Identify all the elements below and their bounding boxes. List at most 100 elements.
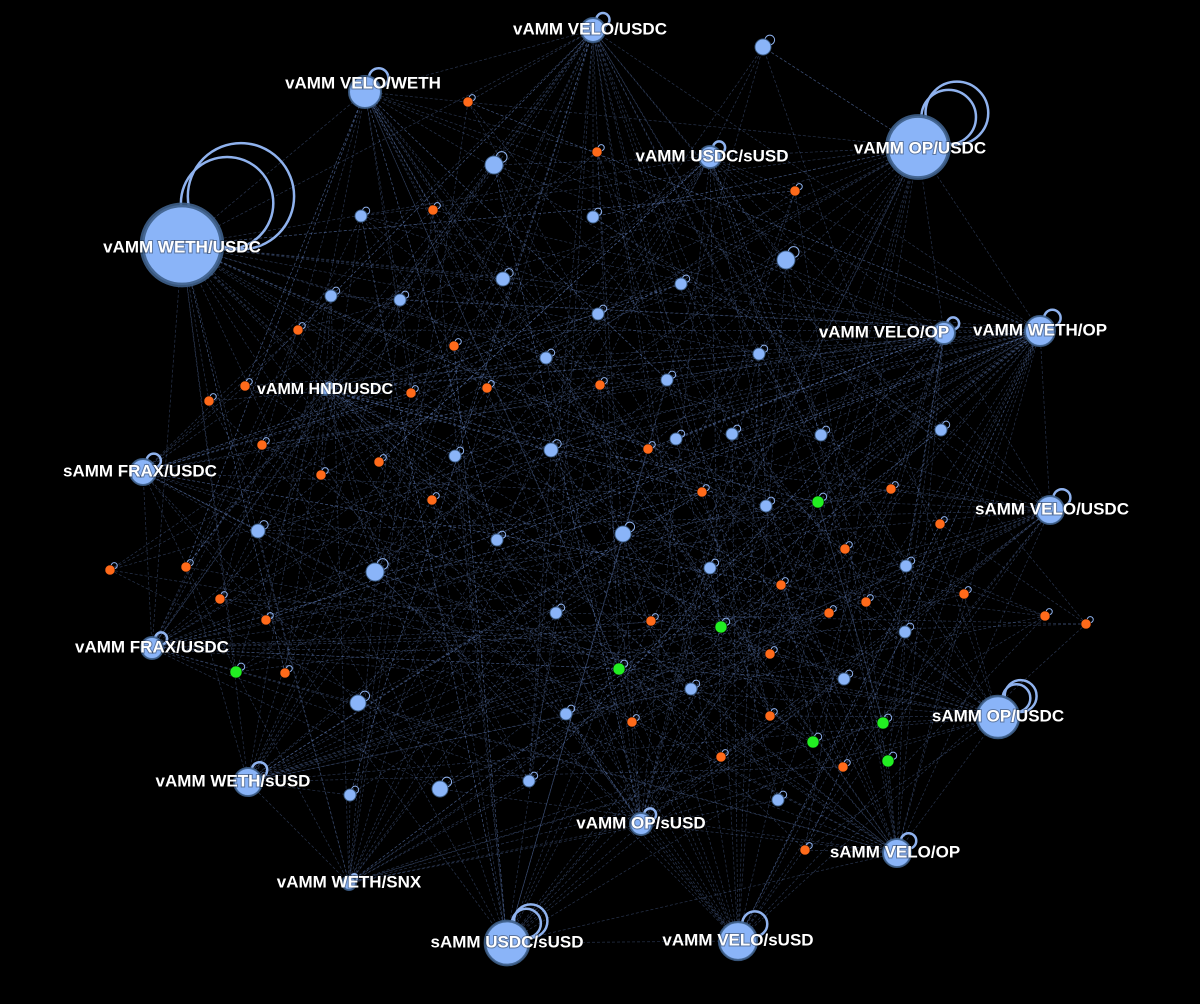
orange-node <box>839 541 853 555</box>
edge <box>247 781 350 884</box>
edge <box>780 584 889 762</box>
edge <box>599 384 642 825</box>
edge <box>709 156 1051 511</box>
node-circle <box>698 145 722 169</box>
edge <box>432 209 508 944</box>
node-circle <box>483 919 531 967</box>
edge <box>244 329 299 387</box>
node-circle <box>1035 495 1065 525</box>
pool-node <box>814 425 831 442</box>
edge <box>545 357 898 854</box>
edge <box>640 823 898 854</box>
pool-node <box>490 530 507 547</box>
edge <box>247 688 692 783</box>
edge <box>599 330 1041 386</box>
edge <box>454 455 508 944</box>
edge <box>555 612 1087 625</box>
edge <box>219 598 898 854</box>
edge <box>247 548 846 783</box>
edge <box>142 471 633 723</box>
edge <box>785 259 898 854</box>
edge <box>151 505 767 649</box>
edge <box>555 612 898 854</box>
edge <box>247 353 760 783</box>
edge <box>454 455 567 715</box>
edge <box>592 29 760 355</box>
edge <box>550 353 760 451</box>
pool-node-vamm-weth-susd <box>233 760 269 797</box>
edge <box>349 330 1041 796</box>
edge <box>528 29 594 782</box>
edge <box>720 330 1041 628</box>
node-circle <box>1024 315 1056 347</box>
edge <box>261 444 898 854</box>
edge <box>506 509 1051 944</box>
self-loop <box>924 80 990 146</box>
edge <box>896 631 906 854</box>
edge <box>219 389 326 600</box>
edge <box>244 91 366 387</box>
edge <box>364 91 668 381</box>
node-circle <box>674 277 688 291</box>
node-circle <box>717 920 759 962</box>
node-circle <box>771 793 785 807</box>
edge <box>364 91 1041 332</box>
edge <box>324 389 530 782</box>
edge <box>650 330 1041 622</box>
edge <box>493 164 642 825</box>
edge <box>592 29 771 717</box>
edge <box>762 46 919 148</box>
edge <box>181 244 692 690</box>
edge <box>348 46 764 884</box>
node-circle <box>448 449 462 463</box>
edge <box>181 244 830 614</box>
orange-node <box>860 594 874 608</box>
edge <box>844 548 1046 617</box>
edge <box>348 438 677 884</box>
pool-node <box>754 34 776 56</box>
edge <box>297 329 1041 332</box>
edge <box>374 571 642 825</box>
edge <box>151 332 945 649</box>
edge <box>244 385 845 680</box>
node-circle <box>876 716 890 730</box>
edge <box>261 330 1041 446</box>
edge <box>399 299 1041 332</box>
node-circle <box>315 469 327 481</box>
orange-node <box>292 322 306 336</box>
node-circle <box>462 96 474 108</box>
edge <box>709 156 814 743</box>
edge <box>257 530 830 614</box>
edge <box>378 156 711 463</box>
edge <box>709 156 822 436</box>
edge <box>439 330 1041 790</box>
edge <box>506 330 1041 944</box>
edge <box>330 295 350 884</box>
edge <box>142 471 782 586</box>
edge <box>360 215 945 334</box>
edge <box>431 499 739 942</box>
edge <box>151 330 1041 649</box>
edge <box>439 788 898 854</box>
edge <box>324 389 814 743</box>
edge <box>640 156 711 825</box>
node-circle <box>715 751 727 763</box>
edge <box>374 571 771 717</box>
edge <box>109 569 999 718</box>
edge <box>364 91 814 743</box>
node-circle <box>522 774 536 788</box>
edge <box>618 668 642 825</box>
edge <box>769 146 919 655</box>
node-circle <box>481 382 493 394</box>
node-circle <box>934 423 948 437</box>
edge <box>762 46 999 718</box>
pool-node <box>250 520 269 539</box>
edge <box>905 332 945 567</box>
edge <box>185 566 999 718</box>
edge <box>622 488 892 535</box>
edge <box>506 379 668 944</box>
node-circle <box>626 716 638 728</box>
edge <box>378 461 999 718</box>
edge <box>737 523 941 942</box>
node-circle <box>292 324 304 336</box>
